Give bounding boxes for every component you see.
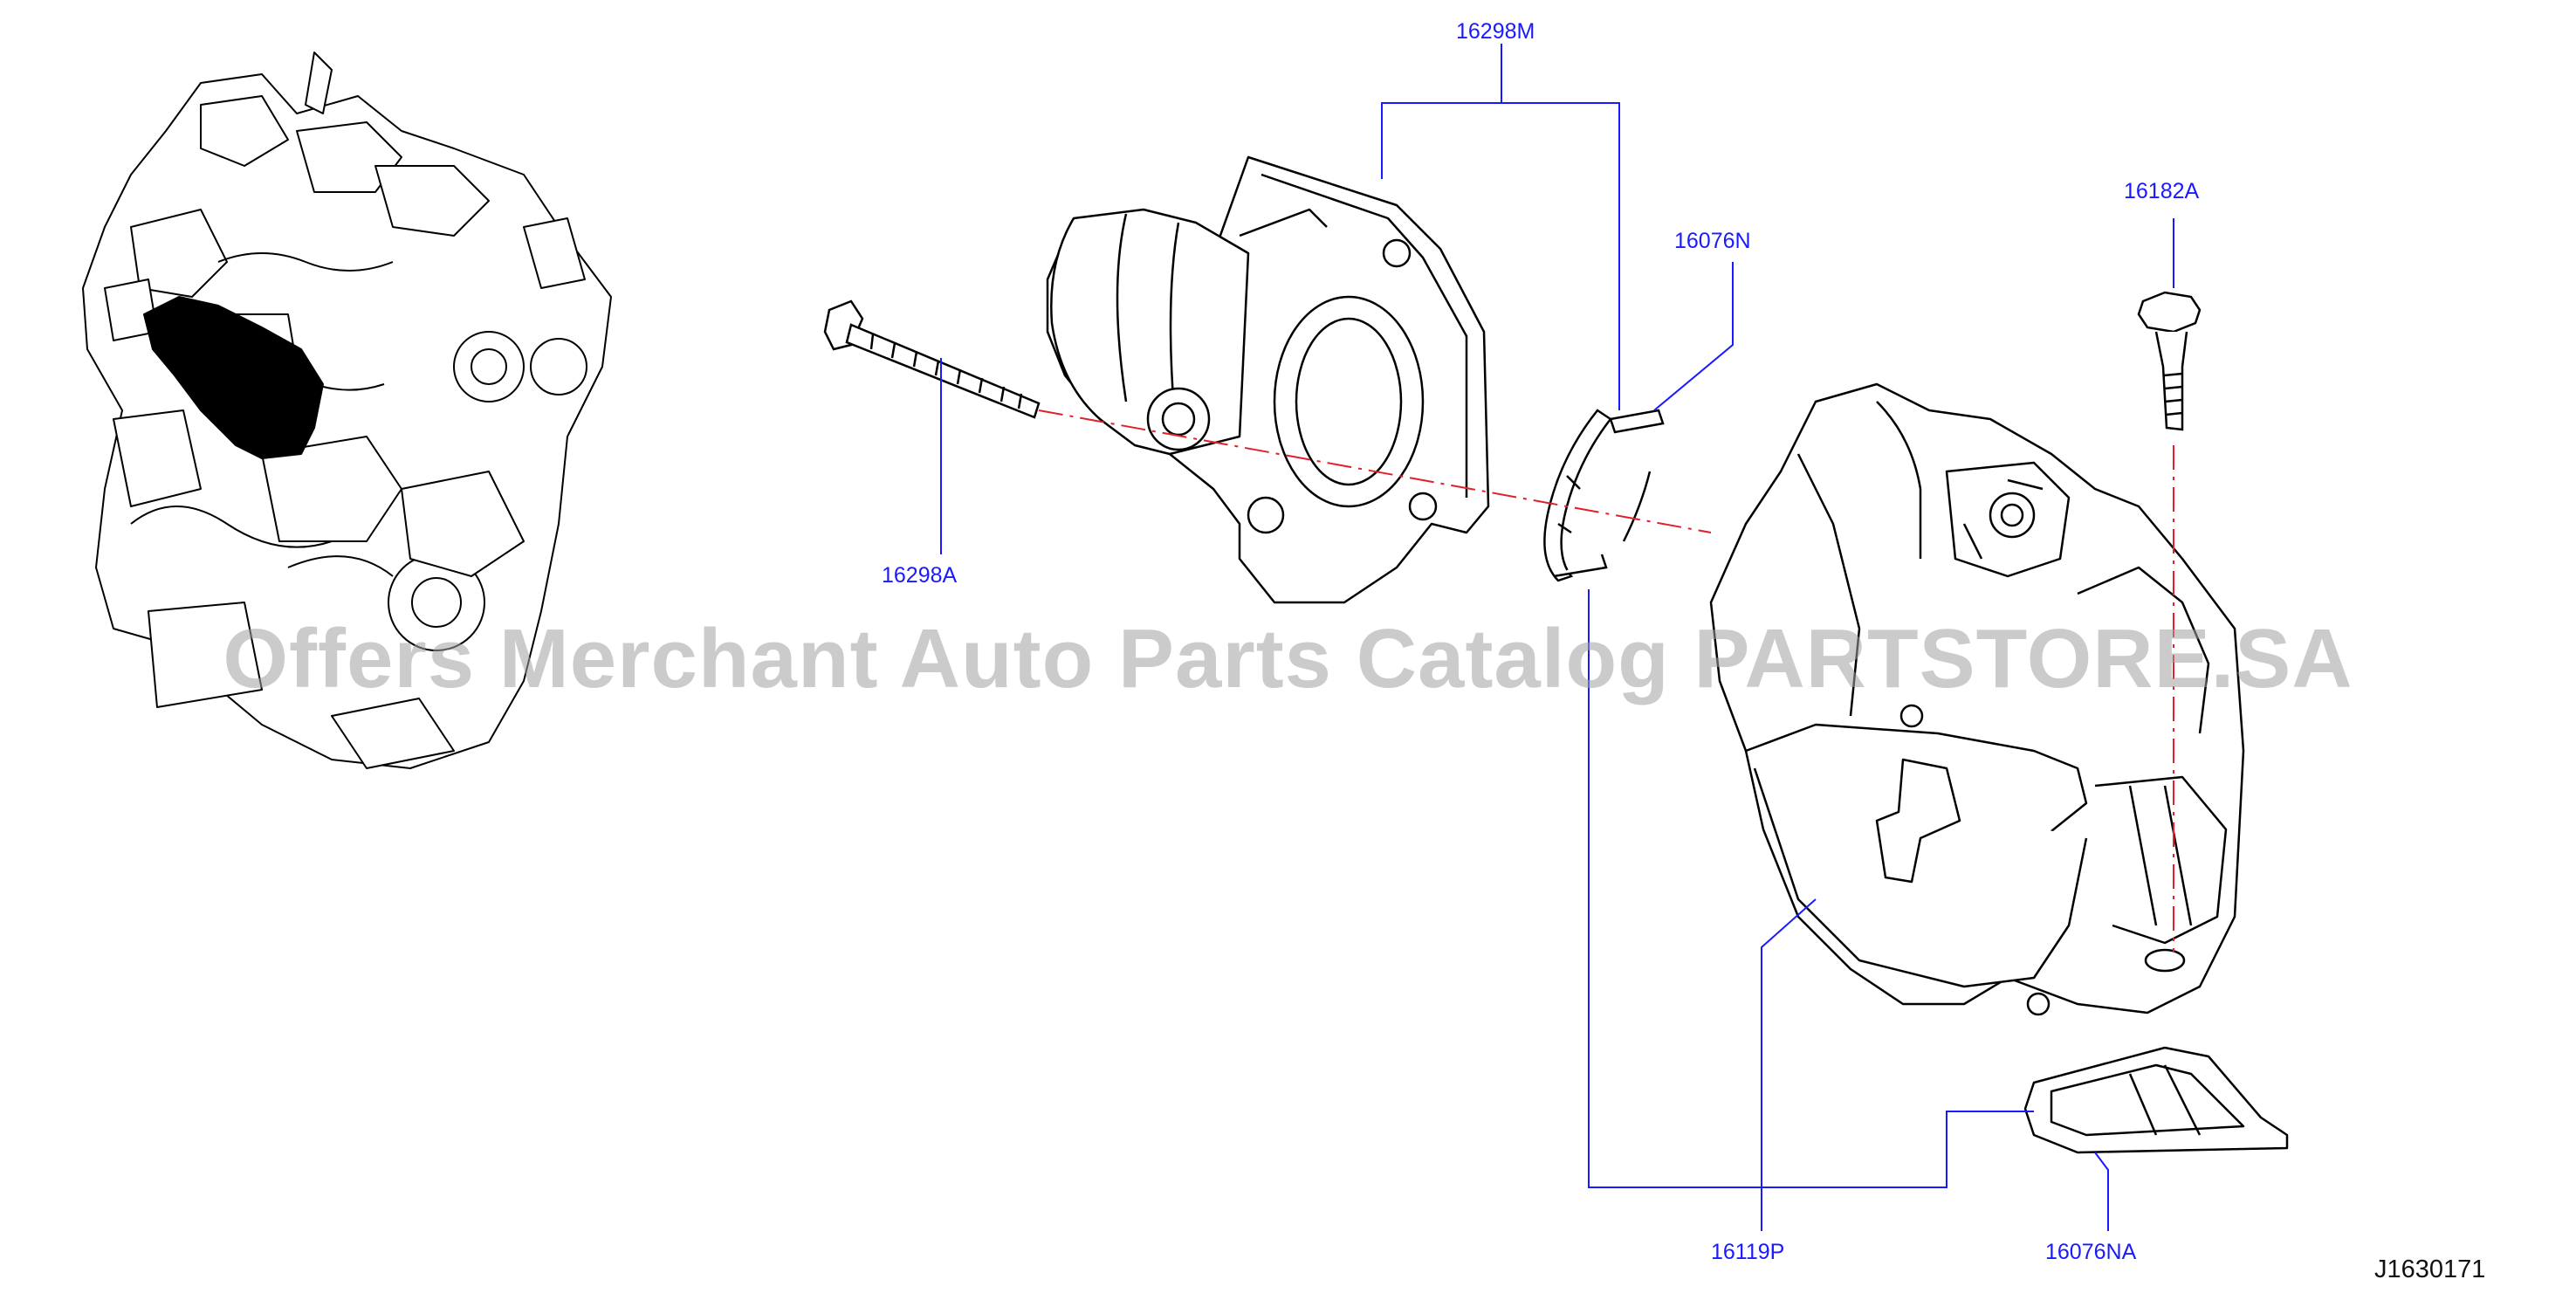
part-label-16119P[interactable]: 16119P: [1711, 1240, 1785, 1264]
center-line-main-axis: [1038, 409, 1712, 533]
leader-lines: [940, 44, 2174, 1231]
leader-16119P: [1761, 898, 1817, 1231]
part-label-16182A[interactable]: 16182A: [2124, 179, 2200, 203]
center-lines: [1038, 409, 2174, 952]
engine-assembly-thumbnail: [82, 52, 612, 769]
diagram-id-label: J1630171: [2374, 1255, 2486, 1283]
bolt-16298A-drawing: [823, 299, 1041, 419]
part-label-16298A[interactable]: 16298A: [882, 563, 958, 588]
intake-assembly-16119P-drawing: [1709, 382, 2245, 1016]
leader-16298M: [1381, 44, 1502, 179]
gasket-16076N-drawing: [1543, 409, 1665, 582]
part-label-16298M[interactable]: 16298M: [1456, 19, 1535, 44]
leader-16298M-branch: [1501, 102, 1620, 410]
part-label-16076N[interactable]: 16076N: [1674, 229, 1751, 253]
leader-16076NA: [2094, 1152, 2109, 1231]
throttle-body-16298M-drawing: [1046, 155, 1490, 604]
leader-16076N-bottom: [1588, 589, 2034, 1188]
highlighted-throttle-region: [143, 296, 324, 459]
gasket-16076NA-drawing: [2023, 1046, 2289, 1154]
bolt-16182A-drawing: [2137, 291, 2202, 431]
leader-16076N: [1653, 262, 1734, 411]
part-label-16076NA[interactable]: 16076NA: [2045, 1240, 2137, 1264]
